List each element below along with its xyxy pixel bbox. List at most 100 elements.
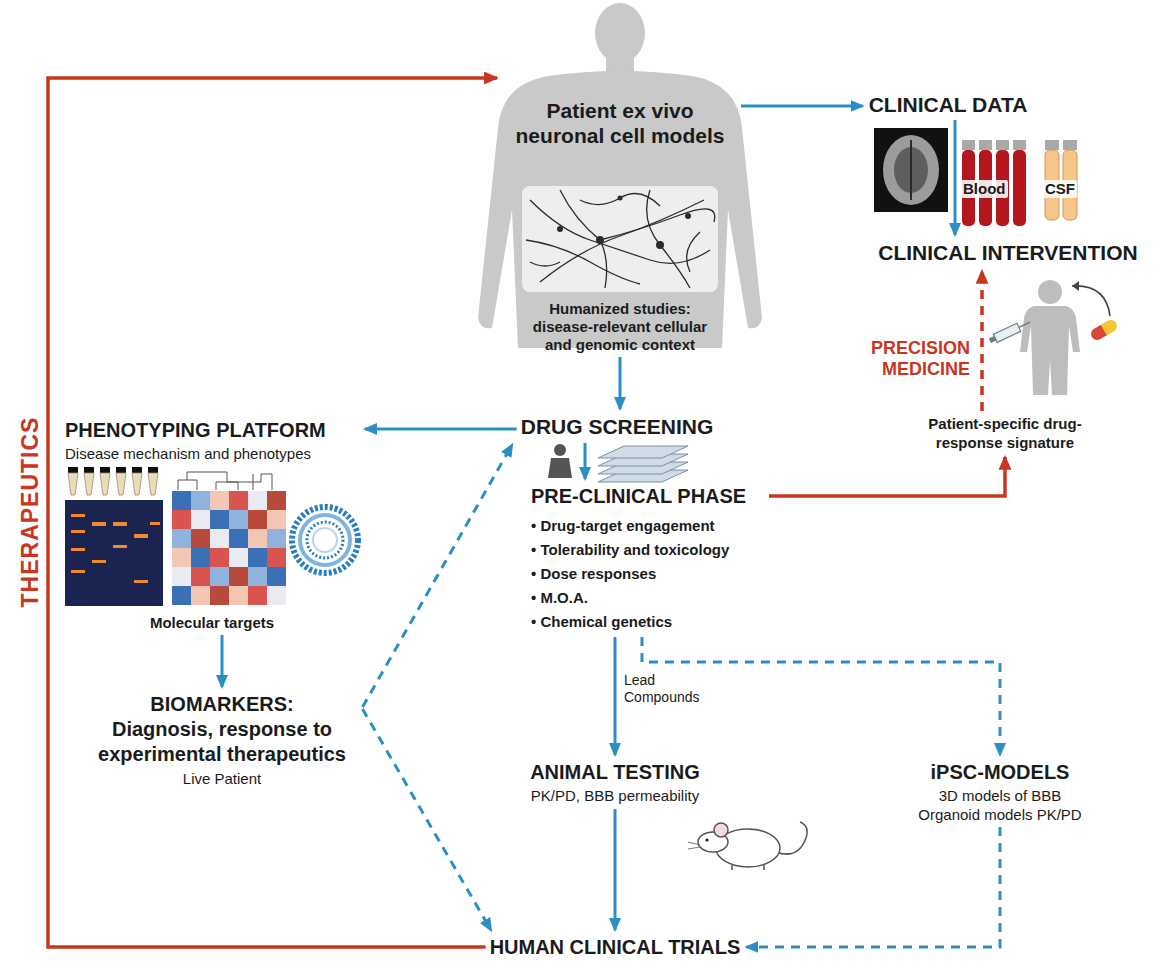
connector-arrow: [980, 271, 984, 411]
human-icon: [554, 444, 566, 456]
sample-tubes: [132, 473, 142, 495]
blood-tubes: [962, 140, 975, 150]
heatmap: [210, 548, 229, 567]
heading-text: PHENOTYPING PLATFORM: [65, 418, 359, 442]
sample-tubes: [148, 467, 158, 473]
gel-image: [71, 514, 160, 583]
csf-tubes: [1045, 140, 1077, 150]
connector-arrow: [365, 428, 517, 431]
blood-tubes: [962, 140, 1026, 226]
connector-arrow: [614, 637, 617, 755]
heatmap: [172, 548, 191, 567]
heatmap: [267, 510, 286, 529]
heatmap: [210, 510, 229, 529]
connector-arrow: [48, 78, 497, 947]
heatmap: [248, 491, 267, 510]
assay-plates: [598, 446, 688, 482]
gel-image: [65, 500, 163, 606]
heatmap: [248, 567, 267, 586]
body-text: • Drug-target engagement: [531, 514, 765, 538]
heatmap: [172, 529, 191, 548]
body-text: • Chemical genetics: [531, 610, 765, 634]
heatmap: [248, 510, 267, 529]
heatmap: [191, 529, 210, 548]
connector-arrow: [741, 105, 863, 108]
syringe: [988, 318, 1032, 345]
mouse-illustration: [705, 838, 708, 841]
neuron-image: [687, 232, 700, 272]
gel-image: [65, 500, 163, 606]
neuron-image: [647, 190, 690, 288]
human-icon: [548, 458, 572, 478]
body-text: Disease mechanism and phenotypes: [65, 444, 359, 463]
neuron-image: [557, 226, 563, 232]
heatmap: [210, 586, 229, 605]
mri-scan: [874, 128, 948, 212]
syringe: [1019, 322, 1030, 327]
gel-image: [134, 534, 148, 538]
pill-capsule: [1072, 281, 1119, 342]
sample-tubes: [100, 467, 110, 473]
sample-tubes: [68, 473, 158, 495]
blood-tubes: [962, 140, 1026, 150]
patient-silhouette: [595, 3, 645, 63]
heatmap: [191, 510, 210, 529]
treated-patient: [1020, 280, 1080, 395]
gel-image: [71, 530, 85, 533]
pill-capsule: [1072, 286, 1110, 316]
blood-tubes: [1013, 150, 1026, 226]
sample-tubes: [84, 467, 94, 473]
heatmap: [229, 491, 248, 510]
heatmap: [248, 548, 267, 567]
circos-plot: [313, 528, 337, 552]
assay-plates: [598, 446, 688, 458]
heading-text: PRE-CLINICAL PHASE: [531, 484, 765, 508]
body-text: • M.O.A.: [531, 586, 765, 610]
heatmap: [267, 586, 286, 605]
heatmap: [229, 548, 248, 567]
neuron-image: [522, 186, 718, 292]
gel-image: [71, 548, 85, 551]
gel-image: [150, 522, 160, 525]
heatmap: [229, 567, 248, 586]
syringe: [988, 318, 1032, 345]
heading-text: CLINICAL DATA: [869, 92, 1028, 117]
sample-tubes: [68, 467, 158, 473]
mri-scan: [874, 128, 948, 212]
text-node: DRUG SCREENING: [518, 412, 717, 442]
body-text: • Tolerability and toxicology: [531, 538, 765, 562]
connector-arrow: [584, 443, 587, 479]
text-node: PHENOTYPING PLATFORM Disease mechanism an…: [62, 416, 362, 634]
body-text: Live Patient: [85, 769, 359, 789]
neuron-image: [530, 262, 560, 266]
blood-tubes: [996, 140, 1009, 150]
heatmap: [229, 529, 248, 548]
body-text: • Dose responses: [531, 562, 765, 586]
edge-label: PRECISION MEDICINE: [856, 338, 970, 380]
sample-tubes: [116, 467, 126, 473]
body-text: 3D models of BBB Organoid models PK/PD: [913, 786, 1088, 824]
gel-image: [92, 560, 106, 563]
csf-tubes: [1063, 140, 1077, 150]
text-node: HUMAN CLINICAL TRIALS: [487, 933, 744, 961]
heatmap: [267, 548, 286, 567]
neuron-image: [618, 196, 623, 201]
syringe: [993, 323, 1020, 342]
human-icon: [548, 444, 572, 478]
pill-capsule: [1101, 318, 1119, 335]
edge-label: THERAPEUTICS: [17, 417, 43, 608]
heatmap: [191, 567, 210, 586]
heatmap: [210, 529, 229, 548]
connector-arrow: [619, 357, 622, 409]
heatmap: [172, 491, 191, 510]
sample-tubes: [68, 467, 78, 473]
body-text: PK/PD, BBB permeability: [498, 786, 732, 806]
heatmap: [248, 586, 267, 605]
neuron-image: [526, 240, 640, 284]
sample-tubes: [68, 473, 78, 495]
csf-tubes: [1045, 140, 1059, 150]
edge-label: Lead Compounds: [624, 672, 716, 706]
heading-text: DRUG SCREENING: [521, 414, 714, 440]
connector-arrow: [954, 120, 957, 235]
connector-arrow: [614, 809, 617, 930]
